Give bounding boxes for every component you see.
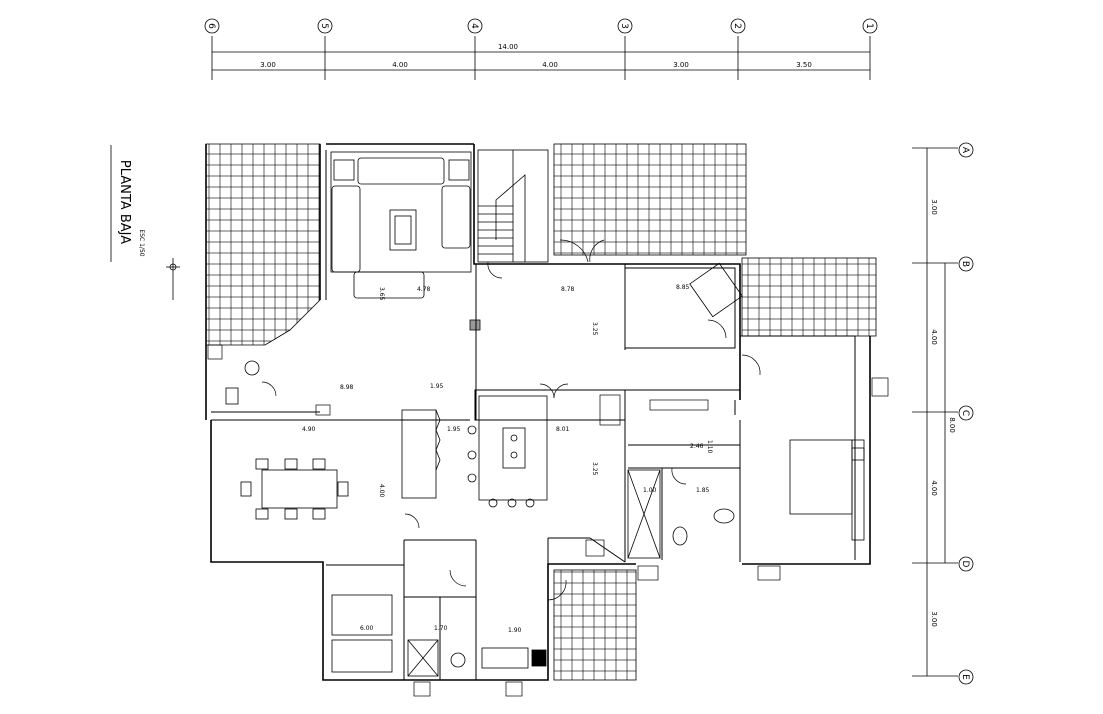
dim-top-5: 3.50	[796, 61, 812, 69]
top-axis-bubbles	[204, 18, 878, 34]
tiled-terraces	[205, 143, 877, 681]
dim-right-2: 4.00	[930, 329, 938, 345]
dim-total-top: 14.00	[498, 43, 518, 51]
dim-interior-15: 1.10	[706, 440, 713, 454]
plan-scale: ESC 1/50	[138, 229, 145, 256]
axis-label-1: 1	[864, 23, 874, 29]
axis-label-2: 2	[732, 23, 742, 29]
dim-top-3: 4.00	[542, 61, 558, 69]
axis-label-4: 4	[469, 23, 479, 29]
door-swings	[261, 239, 761, 601]
dim-interior-14: 3.65	[378, 287, 385, 301]
dim-interior-9: 2.46	[690, 443, 704, 450]
axis-label-a: A	[960, 147, 970, 154]
dim-right-total: 8.00	[948, 417, 956, 433]
axis-label-5: 5	[319, 23, 329, 29]
dim-interior-10: 1.85	[696, 487, 710, 494]
bed-secondary	[331, 594, 393, 673]
dim-interior-13: 6.00	[360, 625, 374, 632]
north-marker	[166, 258, 180, 300]
dim-interior-8: 8.01	[556, 426, 570, 433]
dim-interior-16: 3.25	[591, 322, 598, 336]
dim-interior-18: 1.70	[434, 625, 448, 632]
dim-interior-17: 3.25	[591, 462, 598, 476]
dim-interior-7: 1.95	[447, 426, 461, 433]
dim-interior-4: 1.95	[430, 383, 444, 390]
dim-interior-1: 4.78	[417, 286, 431, 293]
dim-right-1: 3.00	[930, 199, 938, 215]
dim-interior-5: 8.98	[340, 384, 354, 391]
dining-table	[240, 458, 349, 520]
dim-interior-12: 1.90	[508, 627, 522, 634]
staircase	[477, 149, 549, 263]
axis-label-b: B	[960, 261, 970, 267]
study-furniture	[689, 262, 743, 318]
misc-items	[207, 319, 889, 697]
dim-right-4: 3.00	[930, 611, 938, 627]
axis-label-d: D	[960, 561, 970, 568]
right-axis-bubbles	[958, 142, 974, 685]
dim-top-1: 3.00	[260, 61, 276, 69]
right-dimension-chain	[912, 147, 958, 677]
dim-top-2: 4.00	[392, 61, 408, 69]
dim-interior-11: 1.00	[643, 487, 657, 494]
bathroom-fixtures	[225, 360, 735, 677]
axis-label-6: 6	[206, 23, 216, 29]
dim-right-3: 4.00	[930, 480, 938, 496]
bed-master	[789, 439, 865, 541]
dim-interior-2: 8.78	[561, 286, 575, 293]
living-room-furniture	[330, 151, 472, 299]
axis-label-e: E	[960, 674, 970, 680]
kitchen-fixtures	[401, 395, 548, 508]
dim-top-4: 3.00	[673, 61, 689, 69]
dim-interior-19: 4.00	[378, 484, 385, 498]
top-dimension-chain	[211, 36, 871, 80]
axis-label-3: 3	[619, 23, 629, 29]
exterior-walls	[205, 143, 871, 681]
plan-title: PLANTA BAJA	[117, 160, 132, 244]
dim-interior-3: 8.85	[676, 284, 690, 291]
dim-interior-6: 4.90	[302, 426, 316, 433]
axis-label-c: C	[960, 410, 970, 416]
